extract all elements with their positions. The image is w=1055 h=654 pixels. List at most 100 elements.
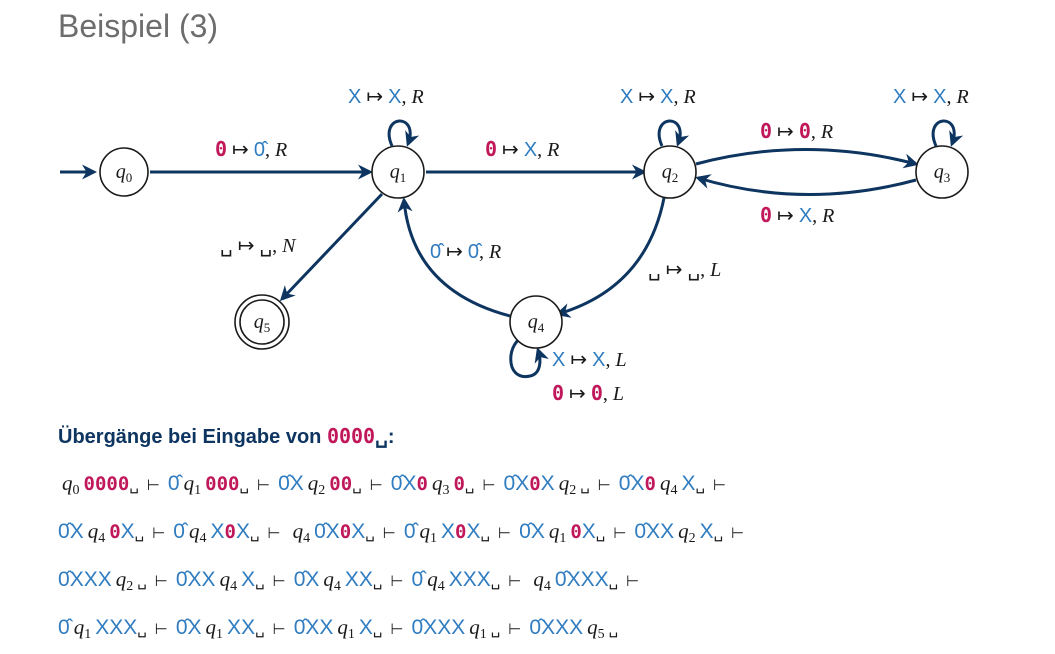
edge-q1-q5 [279,192,384,302]
state-marker: q4 [427,567,445,594]
turnstile: ⊢ [498,524,512,542]
label-q3-q2: 0 ↦ X, R [760,203,834,227]
turnstile: ⊢ [154,620,168,638]
turnstile: ⊢ [369,476,383,494]
tape-content: 0̂ [167,472,180,495]
edge-q2-q3 [695,148,919,169]
page-title: Beispiel (3) [58,8,219,44]
turnstile: ⊢ [508,620,522,638]
label-q2-q4: ␣ ↦ ␣, L [648,259,721,281]
tape-content: XXX␣ [448,568,501,591]
turing-machine-diagram: q0 q1 q2 q3 q4 q5 0 ↦ 0̂, R X ↦ X, R 0 ↦… [60,86,969,405]
state-marker: q4 [219,567,238,594]
svg-text:q3: q3 [934,161,951,185]
state-marker: q1 [548,519,567,546]
edge-q4-q1 [397,197,511,318]
tape-content: 000␣ [205,473,249,495]
tape-content: X␣ [358,616,383,639]
tape-content: 0̂ [411,568,424,591]
tape-content: ␣ [490,621,501,638]
state-marker: q1 [183,471,202,498]
label-q0-q1: 0 ↦ 0̂, R [215,137,287,161]
state-marker: q2 [678,519,696,546]
turnstile: ⊢ [152,524,166,542]
edge-q3-q2 [695,174,917,196]
state-marker: q4 [659,471,678,498]
turnstile: ⊢ [390,572,404,590]
label-q1-q2: 0 ↦ X, R [485,137,559,161]
tape-content: 0̂X0 [390,472,428,495]
state-marker: q4 [87,519,106,546]
label-q2-loop: X ↦ X, R [620,86,696,108]
state-q3: q3 [915,145,969,199]
state-marker: q5 [587,615,605,642]
tape-content: X␣ [241,568,265,591]
tape-content: 0̂ [403,520,416,543]
loop-q4 [509,334,549,378]
state-marker: q1 [205,615,224,642]
tape-content: ␣ [137,573,147,590]
loop-q1 [387,119,420,147]
tape-content: X␣ [681,472,705,495]
tape-content: 0̂XX [634,520,675,543]
section-heading: Übergänge bei Eingabe von 0000␣: [58,424,395,448]
state-marker: q2 [307,471,326,498]
state-q1: q1 [371,145,425,199]
label-q3-loop: X ↦ X, R [893,86,969,108]
tape-content: XXX␣ [95,616,147,639]
turnstile: ⊢ [713,476,727,494]
tape-content: 0000␣ [83,473,139,495]
loop-q2 [657,119,690,147]
tape-content: 00␣ [329,473,362,495]
state-q5-accepting: q5 [234,294,290,350]
tape-content: 0̂X0X␣ [314,520,375,543]
tape-content: 0̂X [175,616,202,639]
svg-text:q0: q0 [116,161,133,185]
state-marker: q2 [558,471,577,498]
tape-content: 0̂XXX [529,616,584,639]
tape-content: 0̂XX [175,568,216,591]
svg-text:q1: q1 [390,161,407,185]
label-q4-q1: 0̂ ↦ 0̂, R [430,241,501,263]
state-marker: q4 [533,567,551,594]
tape-content: 0X␣ [109,520,145,543]
label-q2-q3: 0 ↦ 0, R [760,119,833,143]
turnstile: ⊢ [613,524,627,542]
tape-content: ␣ [580,477,590,494]
tape-content: 0̂X [293,568,320,591]
turnstile: ⊢ [731,524,745,542]
tape-content: 0̂X [519,520,545,543]
tape-content: 0̂XXX [411,616,466,639]
tape-content: XX␣ [344,568,383,591]
turnstile: ⊢ [382,524,396,542]
state-q4: q4 [509,295,563,349]
turnstile: ⊢ [597,476,611,494]
tape-content: 0̂X [58,520,84,543]
state-q0: q0 [99,147,149,197]
tape-content: X0X␣ [210,520,260,543]
tape-content: 0̂X [278,472,304,495]
turnstile: ⊢ [257,476,271,494]
turnstile: ⊢ [267,524,281,542]
tape-content: X␣ [699,520,724,543]
loop-q3 [931,119,964,147]
state-marker: q4 [323,567,341,594]
edge-q2-q4 [555,197,666,318]
tape-content: 0̂X0X [503,472,555,495]
label-q4-loop-x: X ↦ X, L [552,349,627,371]
turnstile: ⊢ [390,620,404,638]
turnstile: ⊢ [626,572,640,590]
label-q4-loop-0: 0 ↦ 0, L [552,381,624,405]
state-marker: q4 [188,519,207,546]
label-q1-loop: X ↦ X, R [348,86,424,108]
svg-text:q5: q5 [254,311,271,335]
tape-content: 0␣ [453,473,475,495]
tape-content: 0̂XXX [58,568,112,591]
state-marker: q1 [419,519,438,546]
state-marker: q1 [73,615,92,642]
turnstile: ⊢ [508,572,522,590]
